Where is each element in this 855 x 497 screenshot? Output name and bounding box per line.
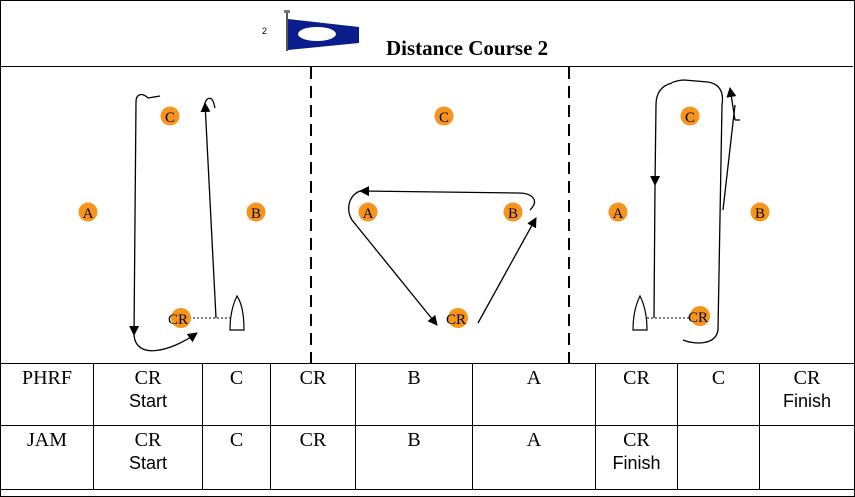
mark-label: B — [755, 206, 765, 222]
page-title: Distance Course 2 — [386, 36, 549, 60]
mark-a: A — [358, 202, 378, 222]
mark-b: B — [750, 202, 770, 222]
boat-icon — [632, 294, 648, 331]
table-cell: B — [355, 363, 473, 426]
table-cell — [759, 425, 855, 490]
table-cell: C — [202, 425, 271, 490]
table-cell: C — [202, 363, 271, 426]
course-path-1 — [129, 93, 217, 352]
table-cell: CR — [270, 363, 356, 426]
mark-label: CR — [168, 312, 188, 328]
pennant-flag-icon — [284, 10, 359, 51]
table-cell: B — [355, 425, 473, 490]
header: 2 Distance Course 2 — [0, 0, 853, 67]
mark-label: C — [439, 110, 449, 126]
course-path-2 — [348, 186, 537, 326]
row-label: JAM — [0, 425, 94, 490]
mark-cr: CR — [688, 306, 710, 326]
table-cell: C — [677, 363, 760, 426]
mark-label: B — [508, 206, 518, 222]
mark-label: C — [685, 110, 695, 126]
table-cell: A — [472, 425, 596, 490]
mark-label: A — [83, 206, 94, 222]
mark-c: C — [680, 106, 700, 126]
mark-a: A — [78, 202, 98, 222]
flag-number: 2 — [262, 26, 268, 36]
mark-cr: CR — [446, 308, 468, 328]
mark-label: CR — [688, 310, 708, 326]
mark-b: B — [503, 202, 523, 222]
course-path-3 — [650, 79, 740, 344]
table-cell: A — [472, 363, 596, 426]
mark-label: A — [613, 206, 624, 222]
row-label: PHRF — [0, 363, 94, 426]
mark-label: C — [165, 110, 175, 126]
course-diagram: C A B CR C A B CR C A B CR — [78, 67, 770, 363]
mark-label: B — [251, 206, 261, 222]
mark-cr: CR — [168, 308, 191, 328]
mark-c: C — [160, 106, 180, 126]
table-cell — [677, 425, 760, 490]
boat-icon — [229, 294, 245, 331]
table-cell: CR — [595, 363, 678, 426]
table-cell: CR — [270, 425, 356, 490]
mark-c: C — [434, 106, 454, 126]
mark-b: B — [246, 202, 266, 222]
mark-label: A — [363, 206, 374, 222]
mark-a: A — [608, 202, 628, 222]
mark-label: CR — [446, 312, 466, 328]
